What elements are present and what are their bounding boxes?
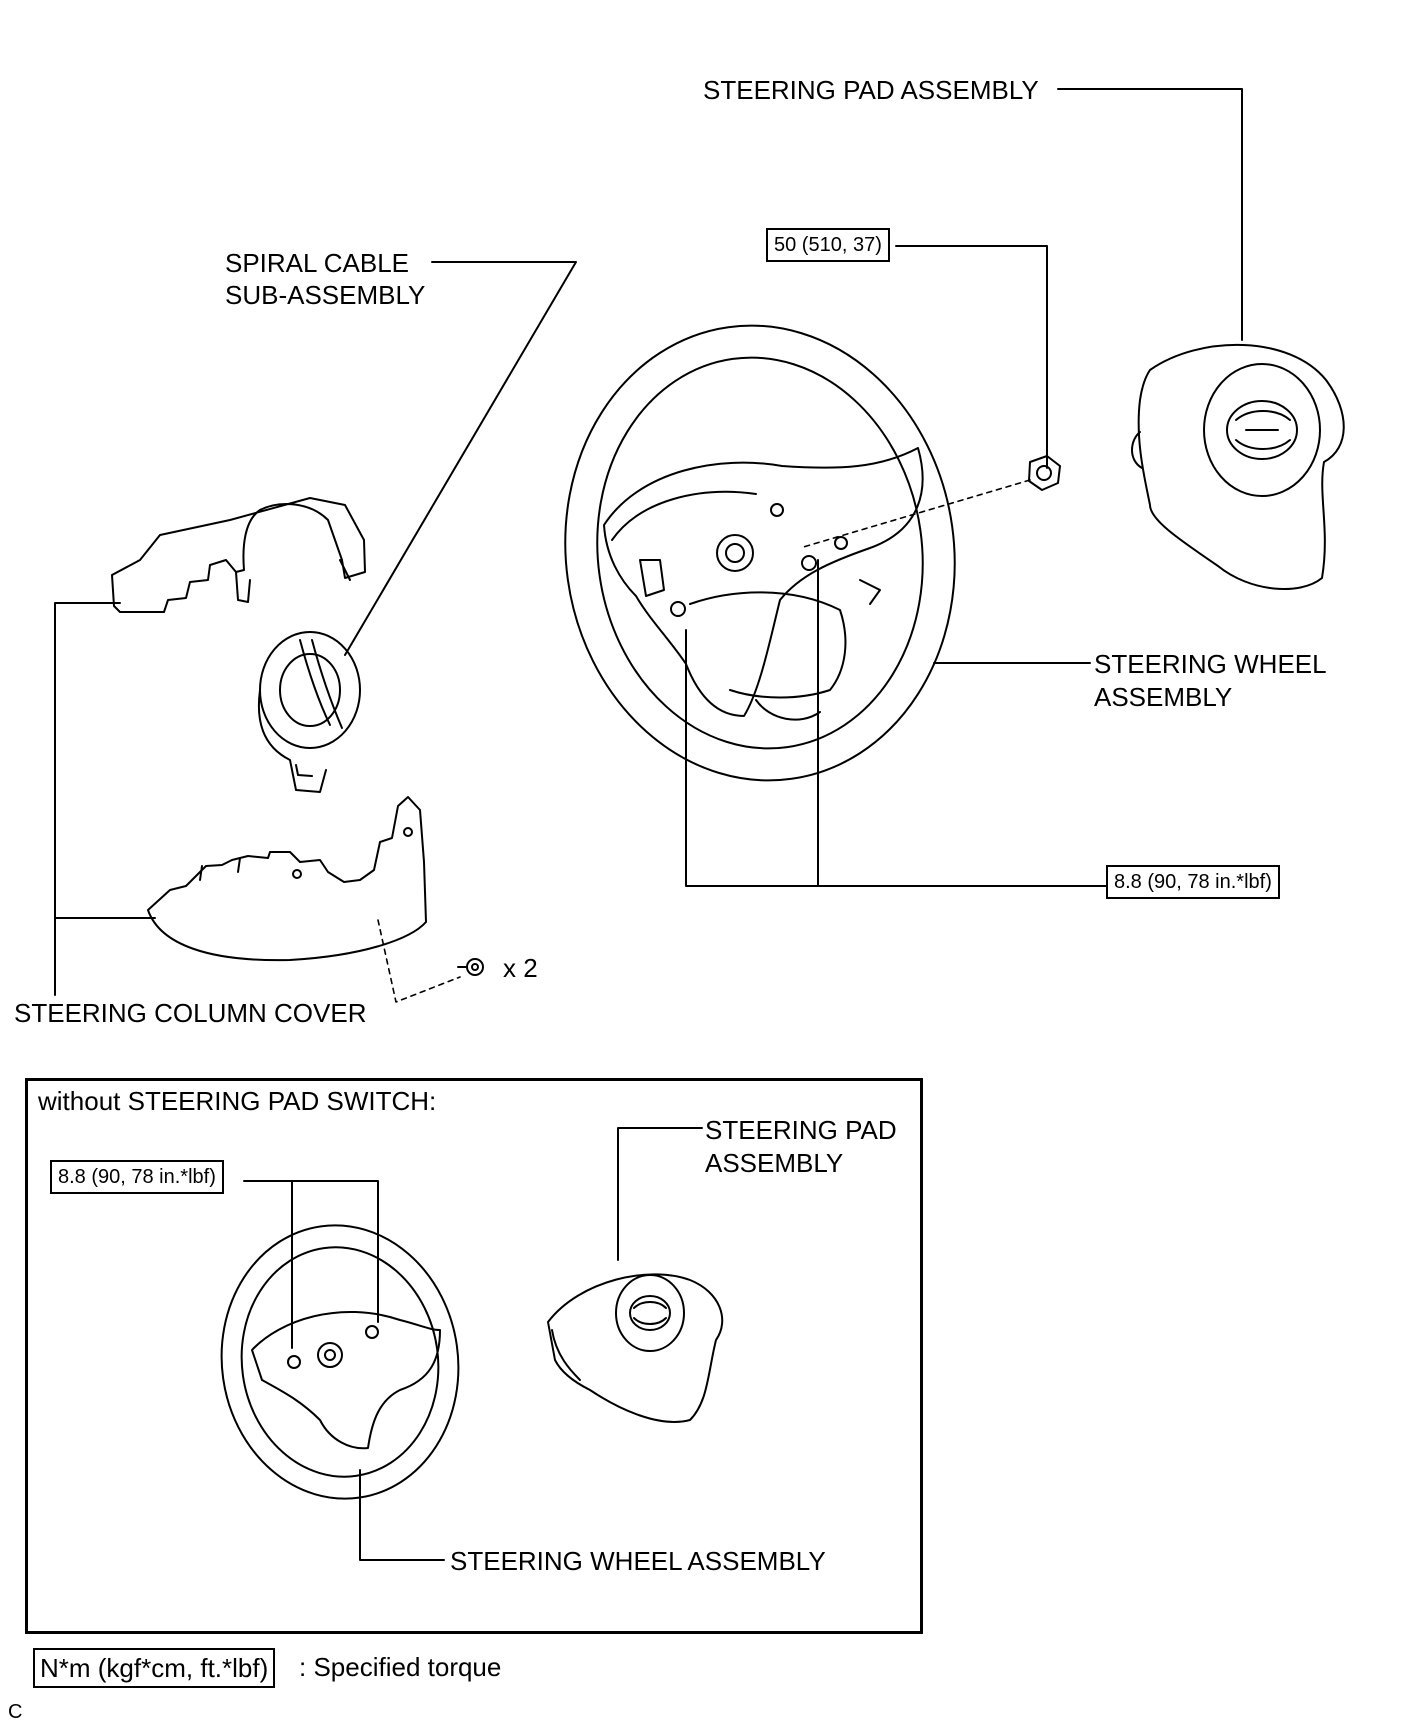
- spiral-cable-drawing: [257, 631, 361, 793]
- nut-drawing: [1028, 455, 1061, 491]
- inset-leader-lines: [243, 1127, 703, 1561]
- inset-heading: without STEERING PAD SWITCH:: [38, 1086, 437, 1116]
- steering-column-cover-label: STEERING COLUMN COVER: [14, 998, 367, 1028]
- nut-torque-box: 50 (510, 37): [766, 228, 890, 262]
- screw-quantity-label: x 2: [503, 953, 538, 983]
- steering-pad-assembly-label: STEERING PAD ASSEMBLY: [703, 75, 1039, 105]
- corner-code: C: [8, 1701, 23, 1723]
- torque-legend-text: : Specified torque: [299, 1652, 502, 1682]
- inset-steering-pad-label-line2: ASSEMBLY: [705, 1148, 844, 1178]
- inset-panel: [25, 1078, 923, 1634]
- spiral-cable-label-line1: SPIRAL CABLE: [225, 248, 410, 278]
- inset-steering-pad-drawing: [547, 1273, 724, 1423]
- leader-lines: [54, 88, 1243, 996]
- steering-wheel-label-line1: STEERING WHEEL: [1094, 649, 1327, 679]
- inset-steering-wheel-label: STEERING WHEEL ASSEMBLY: [450, 1546, 826, 1576]
- steering-pad-drawing: [1131, 343, 1345, 590]
- lower-column-cover-drawing: [147, 796, 427, 962]
- wheel-screw-torque-box: 8.8 (90, 78 in.*lbf): [1106, 865, 1280, 899]
- upper-column-cover-drawing: [111, 497, 366, 613]
- dashed-lines: [377, 479, 1031, 1003]
- inset-torque-box: 8.8 (90, 78 in.*lbf): [50, 1160, 224, 1194]
- spiral-cable-label-line2: SUB-ASSEMBLY: [225, 280, 426, 310]
- inset-steering-wheel-drawing: [220, 1224, 460, 1500]
- torque-unit-legend-box: N*m (kgf*cm, ft.*lbf): [33, 1648, 276, 1688]
- screw-drawing: [457, 958, 484, 976]
- inset-steering-pad-label-line1: STEERING PAD: [705, 1115, 897, 1145]
- steering-wheel-label-line2: ASSEMBLY: [1094, 682, 1233, 712]
- steering-wheel-drawing: [564, 324, 956, 782]
